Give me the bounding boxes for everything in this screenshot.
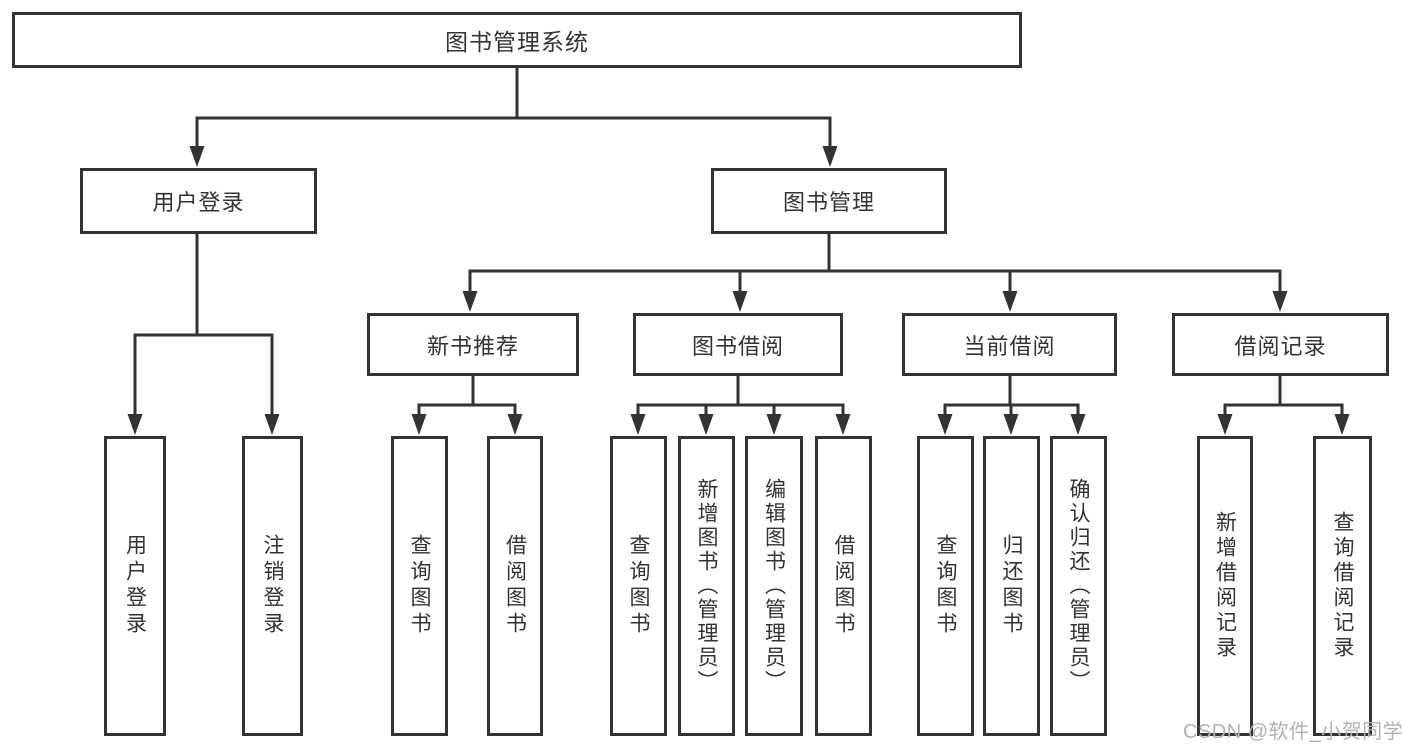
leaf-query-books-borrow: 查询图书 [610,436,667,736]
leaf-query-borrow-record: 查询借阅记录 [1313,436,1372,736]
leaf-borrow-books: 借阅图书 [815,436,872,736]
leaf-add-borrow-record: 新增借阅记录 [1197,436,1253,736]
node-book-management: 图书管理 [711,168,947,234]
node-borrow-records: 借阅记录 [1172,313,1389,376]
leaf-return-book: 归还图书 [983,436,1040,736]
arrowhead-icons [127,146,1350,435]
leaf-borrow-books-recommend: 借阅图书 [487,436,543,736]
node-current-borrow: 当前借阅 [902,313,1117,376]
node-user-login: 用户登录 [80,168,317,234]
leaf-add-book-admin: 新增图书（管理员） [678,436,735,736]
leaf-logout-login: 注销登录 [242,436,303,736]
leaf-query-books-current: 查询图书 [917,436,974,736]
leaf-confirm-return-admin: 确认归还（管理员） [1050,436,1107,736]
leaf-user-login: 用户登录 [104,436,166,736]
node-new-book-recommend: 新书推荐 [367,313,579,376]
leaf-query-books-recommend: 查询图书 [391,436,448,736]
leaf-edit-book-admin: 编辑图书（管理员） [745,436,803,736]
csdn-watermark: CSDN @软件_小贺同学 [1183,721,1404,743]
node-root-system: 图书管理系统 [12,12,1022,68]
node-book-borrow: 图书借阅 [633,313,843,376]
